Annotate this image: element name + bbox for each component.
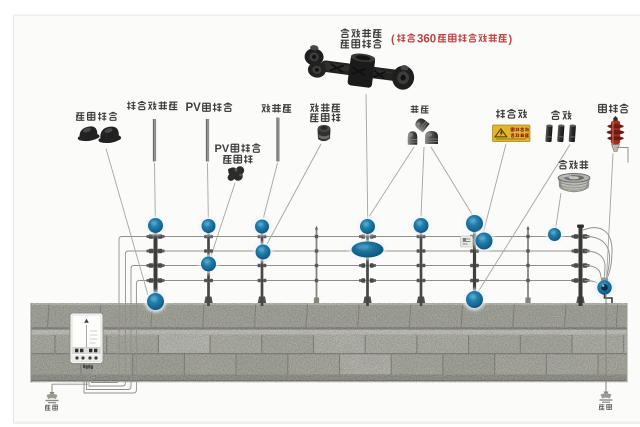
svg-text:PV: PV	[215, 143, 230, 155]
svg-text:(: (	[391, 34, 395, 46]
svg-text:PV: PV	[186, 102, 202, 114]
svg-text:360: 360	[417, 34, 436, 46]
svg-text:): )	[509, 34, 513, 46]
